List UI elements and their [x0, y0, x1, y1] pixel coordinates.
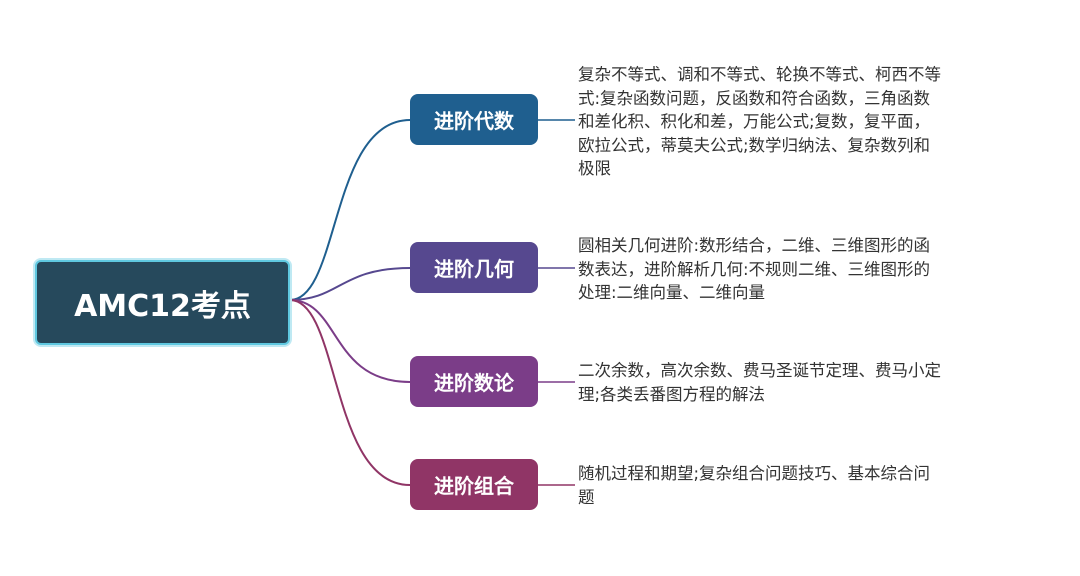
number-theory-description: 二次余数，高次余数、费马圣诞节定理、费马小定理;各类丢番图方程的解法: [578, 361, 941, 404]
link-combinatorics: [289, 299, 411, 486]
algebra-description: 复杂不等式、调和不等式、轮换不等式、柯西不等式:复杂函数问题，反函数和符合函数，…: [578, 65, 941, 178]
branch-advanced-geometry[interactable]: 进阶几何: [410, 242, 538, 293]
combinatorics-description: 随机过程和期望;复杂组合问题技巧、基本综合问题: [578, 464, 931, 507]
link-geometry: [289, 267, 411, 301]
branch-advanced-algebra[interactable]: 进阶代数: [410, 94, 538, 145]
link-number-theory: [289, 299, 411, 383]
geometry-description: 圆相关几何进阶:数形结合，二维、三维图形的函数表达，进阶解析几何:不规则二维、三…: [578, 236, 931, 302]
branch-advanced-combinatorics[interactable]: 进阶组合: [410, 459, 538, 510]
root-node[interactable]: AMC12考点: [35, 260, 290, 345]
link-algebra: [289, 119, 411, 301]
branch-advanced-number-theory[interactable]: 进阶数论: [410, 356, 538, 407]
